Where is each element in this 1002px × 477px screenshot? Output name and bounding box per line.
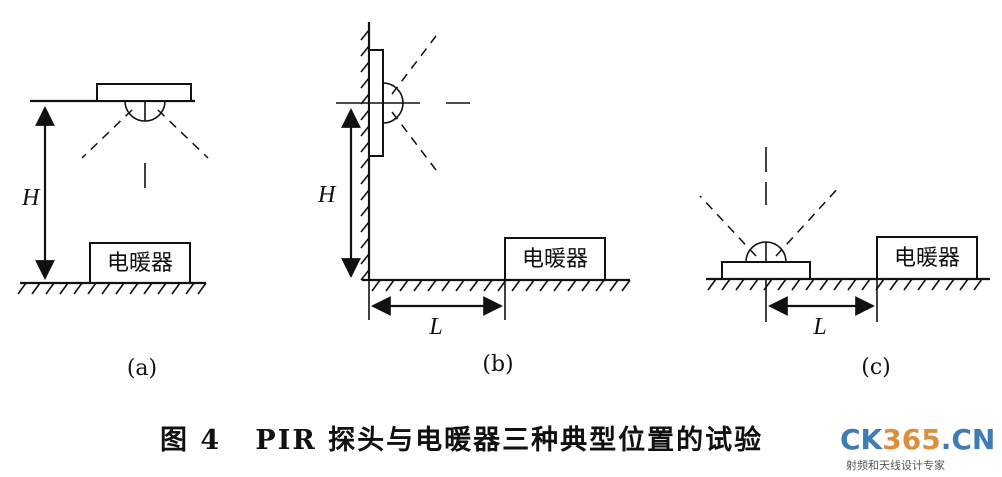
heater-box xyxy=(876,236,978,280)
floor-hatch xyxy=(707,278,983,291)
watermark-logo: CK365.CN 射频和天线设计专家 xyxy=(840,423,995,472)
figure-caption: 图 4 PIR 探头与电暖器三种典型位置的试验 xyxy=(160,424,763,456)
floor-hatch xyxy=(17,282,207,295)
heater-label: 电暖器 xyxy=(107,251,173,276)
heater-label: 电暖器 xyxy=(522,247,588,272)
height-label: H xyxy=(21,185,41,211)
detection-cone-right xyxy=(775,185,841,257)
detection-cone-left xyxy=(81,109,133,159)
heater-box xyxy=(504,237,606,281)
floor-hatch xyxy=(371,279,631,292)
panel-c: 电暖器 L (c) xyxy=(699,147,990,380)
wall-hatch xyxy=(360,29,370,281)
distance-label: L xyxy=(428,314,442,340)
detection-cone-left xyxy=(699,195,757,257)
panel-a: H 电暖器 (a) xyxy=(17,83,209,381)
watermark-subtitle: 射频和天线设计专家 xyxy=(846,458,945,472)
detection-cone-lower xyxy=(391,111,437,171)
pir-sensor-plate xyxy=(721,261,811,280)
pir-sensor-plate xyxy=(96,83,192,102)
detection-cone-upper xyxy=(391,35,437,95)
heater-box xyxy=(89,242,191,284)
distance-label: L xyxy=(812,314,826,340)
height-label: H xyxy=(317,182,337,208)
detection-cone-right xyxy=(157,109,209,159)
panel-a-label: (a) xyxy=(127,356,157,381)
panel-b: H 电暖器 L (b) xyxy=(317,22,631,377)
panel-b-label: (b) xyxy=(482,352,513,377)
watermark-brand: CK365.CN xyxy=(840,423,995,456)
heater-label: 电暖器 xyxy=(894,246,960,271)
panel-c-label: (c) xyxy=(861,355,891,380)
